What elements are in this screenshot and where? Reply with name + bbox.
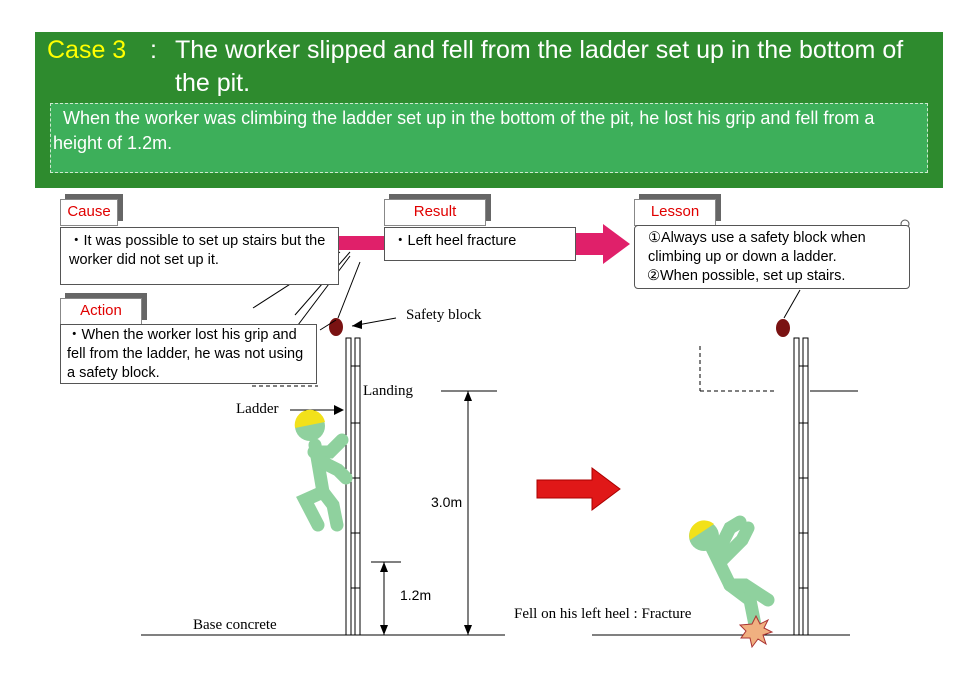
case-label: Case 3	[47, 36, 127, 64]
result-lesson-arrow	[576, 224, 630, 264]
title-colon: :	[150, 36, 157, 64]
safety-block-arrowhead	[352, 320, 362, 329]
result-tab: Result	[384, 199, 486, 226]
ladder-rail-right	[354, 337, 361, 636]
result-box: ・Left heel fracture	[384, 227, 576, 261]
worker-climbing	[294, 409, 353, 532]
page-title: The worker slipped and fell from the lad…	[175, 36, 904, 97]
landing-label: Landing	[363, 383, 413, 399]
safety-block-right	[776, 319, 790, 337]
base-concrete-label: Base concrete	[193, 617, 277, 633]
action-tab: Action	[60, 298, 142, 325]
lesson-box: ①Always use a safety block when climbing…	[634, 225, 910, 289]
lesson-point-2: ②When possible, set up stairs.	[647, 268, 846, 284]
ladder-right-rungs	[799, 365, 808, 589]
safety-block-left	[329, 318, 343, 336]
incident-description: When the worker was climbing the ladder …	[50, 103, 928, 173]
action-box: ・When the worker lost his grip and fell …	[60, 324, 317, 384]
ladder-rail-left	[345, 337, 352, 636]
header-banner: Case 3 : The worker slipped and fell fro…	[35, 32, 943, 188]
safety-block-rope-right	[783, 289, 801, 319]
safety-block-rope-left	[337, 261, 361, 319]
impact-burst-icon	[738, 614, 774, 649]
lesson-tab: Lesson	[634, 199, 716, 226]
cause-tab: Cause	[60, 199, 118, 226]
safety-block-label: Safety block	[406, 307, 482, 323]
title-row: Case 3 : The worker slipped and fell fro…	[47, 34, 903, 97]
fracture-label: Fell on his left heel : Fracture	[514, 606, 692, 622]
cause-result-connector	[338, 236, 386, 250]
cause-box: ・It was possible to set up stairs but th…	[60, 227, 339, 285]
ladder-right-rail	[793, 337, 800, 636]
ladder-rungs	[351, 365, 360, 589]
lesson-point-1: ①Always use a safety block when climbing…	[648, 230, 866, 265]
transition-arrow	[536, 467, 621, 511]
worker-fallen	[689, 515, 775, 632]
height-fall-label: 1.2m	[400, 587, 432, 603]
height-total-label: 3.0m	[431, 494, 463, 510]
ladder-arrowhead	[334, 405, 344, 415]
ladder-label: Ladder	[236, 401, 279, 417]
